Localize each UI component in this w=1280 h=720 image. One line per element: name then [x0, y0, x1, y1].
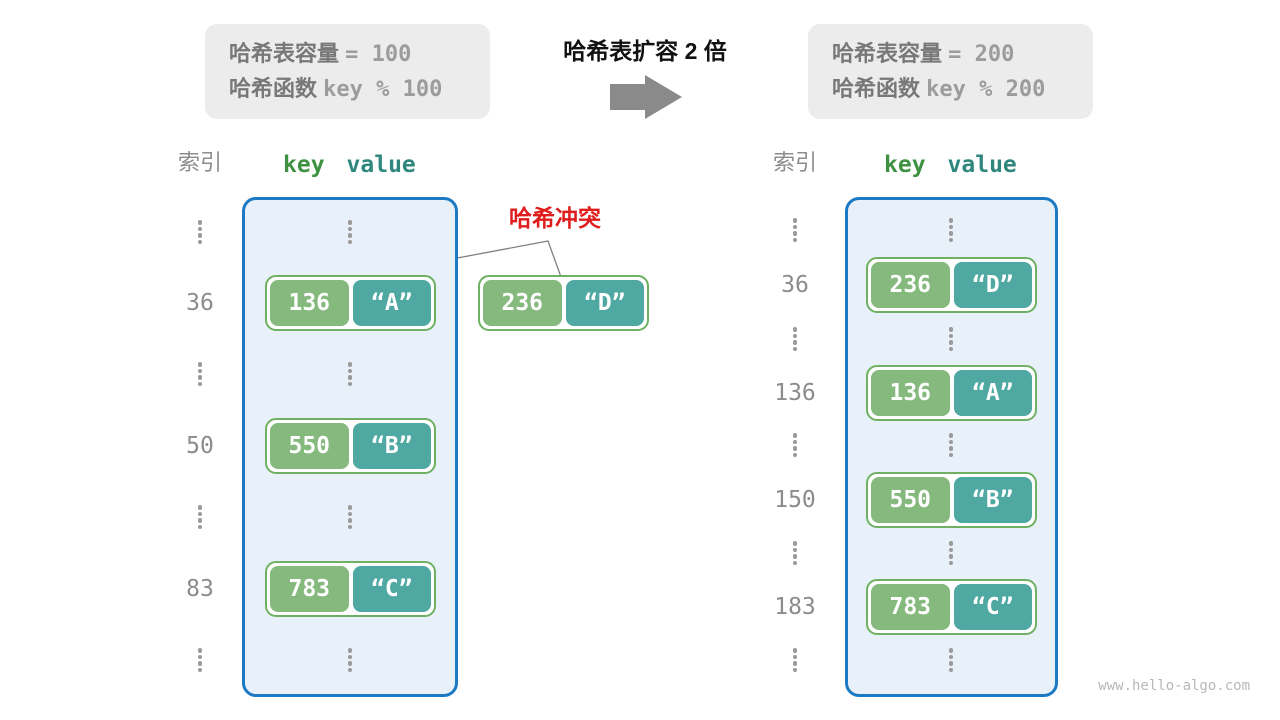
- value-cell: “D”: [953, 262, 1032, 308]
- right-index-header: 索引: [772, 150, 817, 175]
- right-index-ellipsis: [792, 541, 798, 565]
- right-index-ellipsis: [792, 433, 798, 457]
- hash-fn-line: 哈希函数 key % 100: [229, 74, 490, 105]
- capacity-label: 哈希表容量: [229, 40, 340, 66]
- hash-fn-value: key % 100: [323, 76, 443, 102]
- right-capacity-box: 哈希表容量 = 200 哈希函数 key % 200: [808, 24, 1093, 119]
- key-cell: 236: [871, 262, 950, 308]
- hash-fn-line: 哈希函数 key % 200: [832, 74, 1093, 105]
- capacity-line: 哈希表容量 = 100: [229, 39, 490, 70]
- left-slot-ellipsis: [347, 648, 353, 672]
- value-cell: “B”: [953, 477, 1032, 523]
- kv-pair-783-C: 783 “C”: [265, 561, 436, 617]
- kv-pair-550-B: 550 “B”: [265, 418, 436, 474]
- right-kv-header: key value: [884, 150, 1017, 180]
- left-index-ellipsis: [197, 362, 203, 386]
- capacity-value: = 200: [948, 41, 1015, 67]
- left-index-label: 83: [186, 576, 214, 602]
- value-cell: “C”: [953, 584, 1032, 630]
- value-header: value: [346, 152, 416, 178]
- kv-pair-550-B: 550 “B”: [866, 472, 1037, 528]
- capacity-label: 哈希表容量: [832, 40, 943, 66]
- key-cell: 136: [871, 370, 950, 416]
- key-cell: 550: [871, 477, 950, 523]
- kv-pair-236-D: 236 “D”: [866, 257, 1037, 313]
- kv-pair-136-A: 136 “A”: [866, 365, 1037, 421]
- right-slot-ellipsis: [948, 218, 954, 242]
- key-cell: 236: [483, 280, 562, 326]
- left-index-label: 50: [186, 433, 214, 459]
- key-cell: 550: [270, 423, 349, 469]
- watermark: www.hello-algo.com: [1098, 678, 1250, 694]
- left-slot-ellipsis: [347, 220, 353, 244]
- right-index-ellipsis: [792, 648, 798, 672]
- right-index-label: 136: [774, 380, 816, 406]
- left-index-header: 索引: [177, 150, 222, 175]
- value-cell: “A”: [352, 280, 431, 326]
- value-cell: “B”: [352, 423, 431, 469]
- right-index-ellipsis: [792, 327, 798, 351]
- hash-fn-label: 哈希函数: [229, 75, 318, 101]
- right-slot-ellipsis: [948, 541, 954, 565]
- value-cell: “A”: [953, 370, 1032, 416]
- left-index-ellipsis: [197, 505, 203, 529]
- left-index-label: 36: [186, 290, 214, 316]
- capacity-value: = 100: [345, 41, 412, 67]
- key-header: key: [283, 152, 325, 178]
- right-arrow-icon: [610, 75, 682, 119]
- left-kv-header: key value: [283, 150, 416, 180]
- left-slot-ellipsis: [347, 362, 353, 386]
- left-index-ellipsis: [197, 220, 203, 244]
- key-cell: 783: [871, 584, 950, 630]
- right-index-label: 150: [774, 487, 816, 513]
- expand-title: 哈希表扩容 2 倍: [563, 38, 727, 64]
- kv-pair-783-C: 783 “C”: [866, 579, 1037, 635]
- kv-pair-236-D-colliding: 236 “D”: [478, 275, 649, 331]
- value-cell: “C”: [352, 566, 431, 612]
- kv-pair-136-A: 136 “A”: [265, 275, 436, 331]
- left-slot-ellipsis: [347, 505, 353, 529]
- hash-collision-label: 哈希冲突: [509, 205, 601, 231]
- hash-fn-label: 哈希函数: [832, 75, 921, 101]
- right-index-ellipsis: [792, 218, 798, 242]
- right-index-label: 36: [781, 272, 809, 298]
- left-index-ellipsis: [197, 648, 203, 672]
- key-cell: 136: [270, 280, 349, 326]
- right-slot-ellipsis: [948, 327, 954, 351]
- right-slot-ellipsis: [948, 648, 954, 672]
- hash-fn-value: key % 200: [926, 76, 1046, 102]
- capacity-line: 哈希表容量 = 200: [832, 39, 1093, 70]
- key-header: key: [884, 152, 926, 178]
- value-header: value: [947, 152, 1017, 178]
- right-slot-ellipsis: [948, 433, 954, 457]
- value-cell: “D”: [565, 280, 644, 326]
- right-index-label: 183: [774, 594, 816, 620]
- key-cell: 783: [270, 566, 349, 612]
- left-capacity-box: 哈希表容量 = 100 哈希函数 key % 100: [205, 24, 490, 119]
